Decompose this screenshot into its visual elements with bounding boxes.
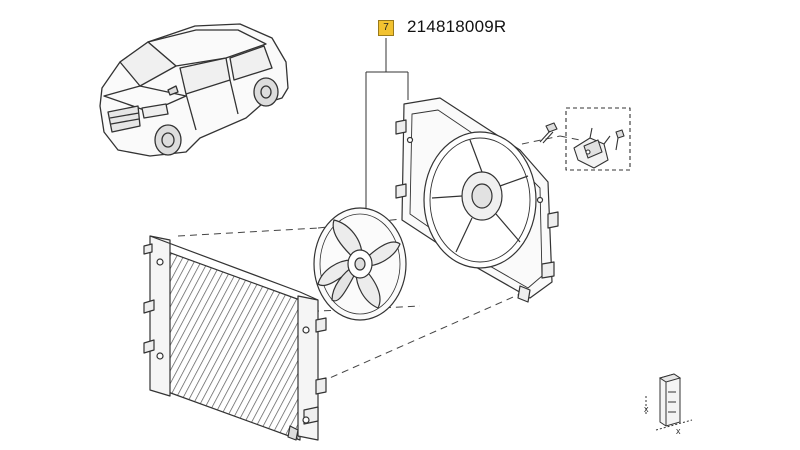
car-icon — [99, 23, 289, 157]
radiator-icon — [143, 235, 327, 441]
callout-bracket — [365, 38, 409, 208]
axis-label-horizontal: x — [676, 426, 681, 436]
fan-icon — [313, 207, 407, 321]
callout-badge: 7 — [378, 20, 394, 36]
connector-bracket-icon — [565, 107, 631, 171]
part-number-label: 214818009R — [407, 17, 507, 36]
axis-label-vertical: x — [644, 404, 649, 414]
bolt-icon — [539, 122, 558, 144]
fan-shroud-icon — [395, 97, 559, 303]
orientation-legend-icon — [645, 373, 693, 431]
